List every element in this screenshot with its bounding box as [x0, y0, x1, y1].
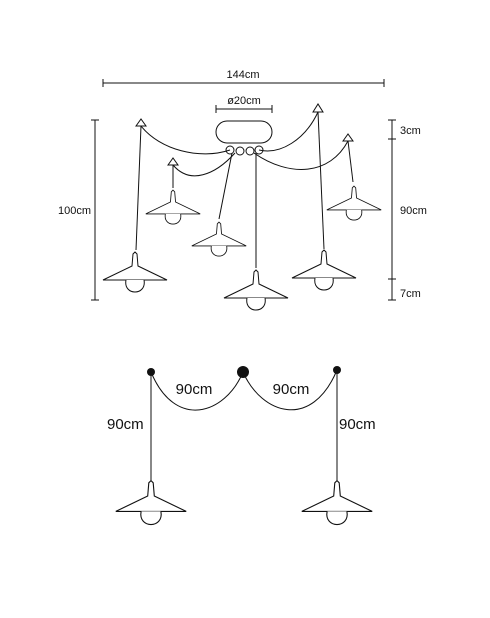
top-lamp-2 — [145, 189, 201, 225]
bottom-lamp-left — [115, 480, 187, 526]
right-drop-label: 90cm — [339, 416, 376, 433]
width-label: 144cm — [226, 69, 259, 81]
center-anchor-dot — [237, 366, 249, 378]
segment-middle-label: 90cm — [400, 205, 427, 217]
left-swag-label: 90cm — [176, 381, 213, 398]
bottom-swag — [150, 369, 338, 482]
height-dimension — [91, 119, 99, 301]
canopy-dimension — [215, 105, 273, 113]
height-label: 100cm — [58, 205, 91, 217]
bottom-lamp-right — [301, 480, 373, 526]
right-swag-label: 90cm — [273, 381, 310, 398]
ceiling-canopy — [215, 120, 273, 156]
canopy-diameter-label: ø20cm — [227, 95, 261, 107]
top-lamp-3 — [191, 221, 247, 257]
left-drop-label: 90cm — [107, 416, 144, 433]
bottom-figure: 90cm 90cm 90cm 90cm — [107, 366, 376, 526]
right-anchor-dot — [333, 366, 341, 374]
top-figure: 144cm ø20cm 100cm 3cm 90cm 7cm — [58, 69, 427, 311]
segment-bottom-label: 7cm — [400, 288, 421, 300]
top-lamp-4 — [223, 269, 289, 311]
width-dimension — [102, 79, 385, 87]
segment-top-label: 3cm — [400, 125, 421, 137]
top-lamp-1 — [102, 251, 168, 293]
top-lamp-5 — [291, 249, 357, 291]
left-anchor-dot — [147, 368, 155, 376]
segment-dimension — [388, 119, 396, 301]
top-lamp-6 — [326, 185, 382, 221]
swag-cables — [135, 111, 354, 268]
